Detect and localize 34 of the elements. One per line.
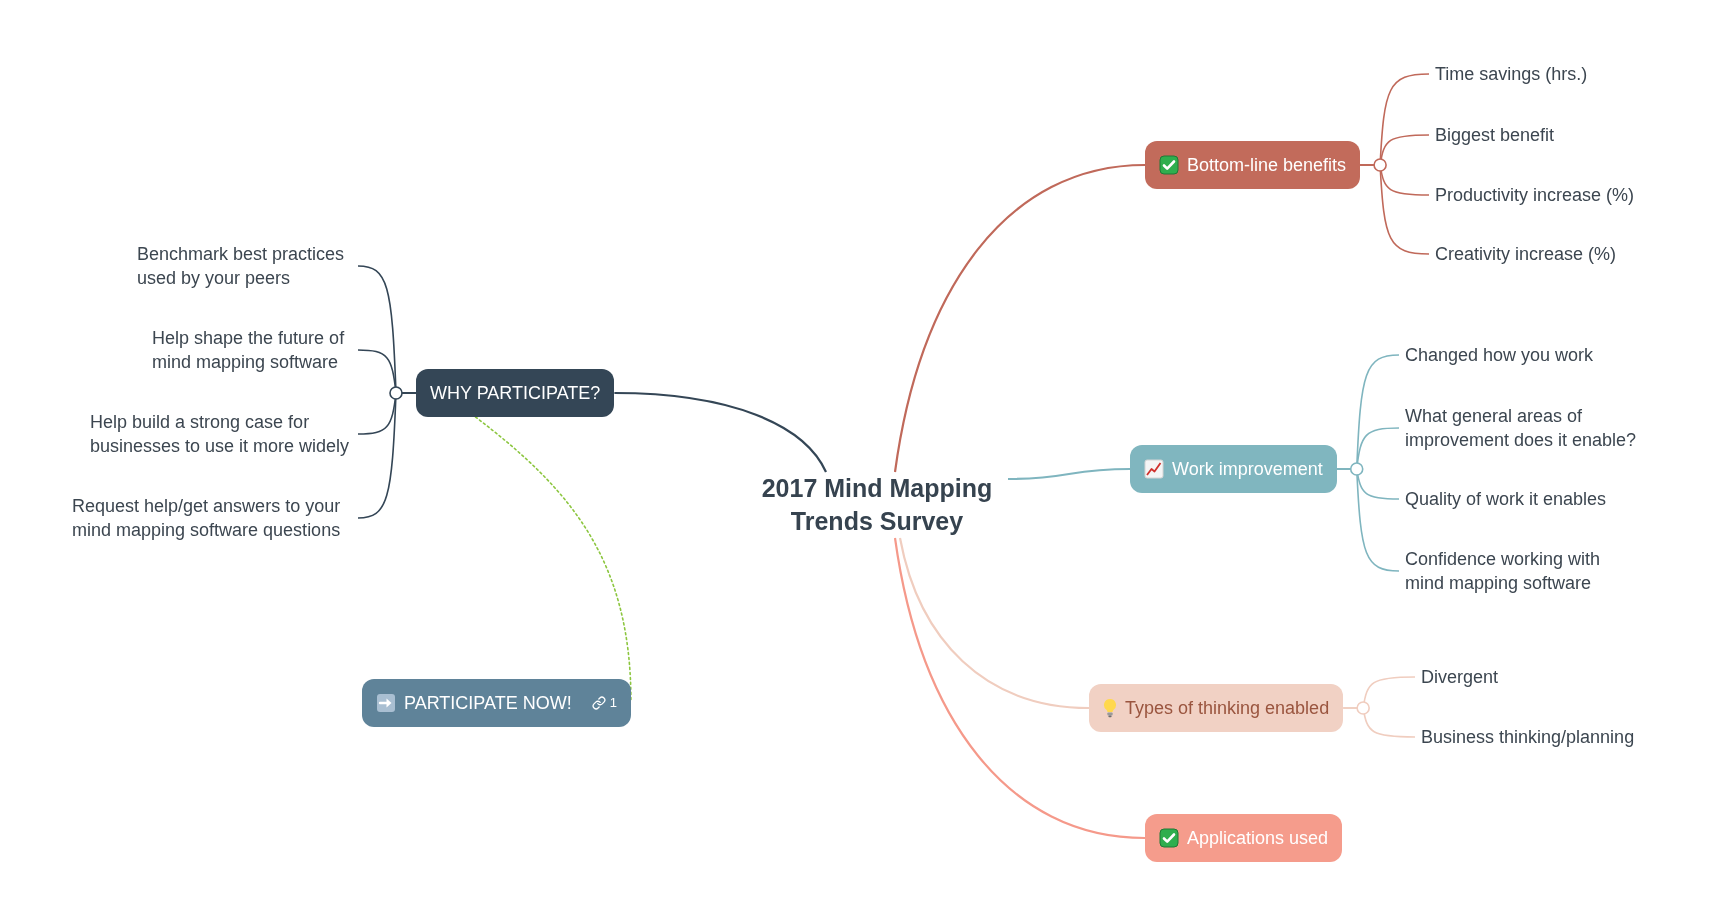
topic-label: Bottom-line benefits [1187, 154, 1347, 177]
topic-box [1145, 814, 1343, 862]
subtopic-text: Request help/get answers to your mind mapping software questions [72, 494, 352, 542]
topic-label: Applications used [1187, 827, 1329, 850]
subtopic-text: What general areas of improvement does it enable? [1405, 404, 1640, 452]
topic-box [362, 679, 631, 727]
subtopic-text: Confidence working with mind mapping software [1405, 547, 1605, 595]
topic-box [1145, 141, 1361, 189]
sub-branch-curve [1342, 707, 1416, 738]
branch-curve [893, 537, 1146, 840]
subtopic-text: Help build a strong case for businesses to use it more widely [90, 410, 352, 458]
subtopic-text: Productivity increase (%) [1435, 183, 1635, 207]
topic-label: Work improvement [1172, 458, 1323, 481]
subtopic-text: Benchmark best practices used by your peers [137, 242, 352, 290]
topic-label: Types of thinking enabled [1125, 697, 1330, 720]
subtopic-text: Time savings (hrs.) [1435, 62, 1588, 86]
subtopic-text: Creativity increase (%) [1435, 242, 1617, 266]
branch-curve [898, 537, 1090, 710]
topic-label: WHY PARTICIPATE? [430, 382, 601, 405]
subtopic-text: Business thinking/planning [1421, 725, 1635, 749]
branch-curve [614, 391, 827, 473]
central-topic-text: 2017 Mind Mapping Trends Survey [746, 472, 1008, 538]
subtopic-text: Biggest benefit [1435, 123, 1555, 147]
subtopic-text: Help shape the future of mind mapping software [152, 326, 352, 374]
subtopic-text: Divergent [1421, 665, 1499, 689]
branch-curve [893, 163, 1146, 473]
branch-curve [1008, 467, 1130, 481]
topic-box [416, 369, 615, 417]
link-count-label: 1 [609, 694, 617, 712]
topic-box [1089, 684, 1344, 732]
subtopic-text: Changed how you work [1405, 343, 1594, 367]
topic-box [1130, 445, 1337, 493]
topic-label: PARTICIPATE NOW! [404, 692, 572, 715]
subtopic-text: Quality of work it enables [1405, 487, 1607, 511]
